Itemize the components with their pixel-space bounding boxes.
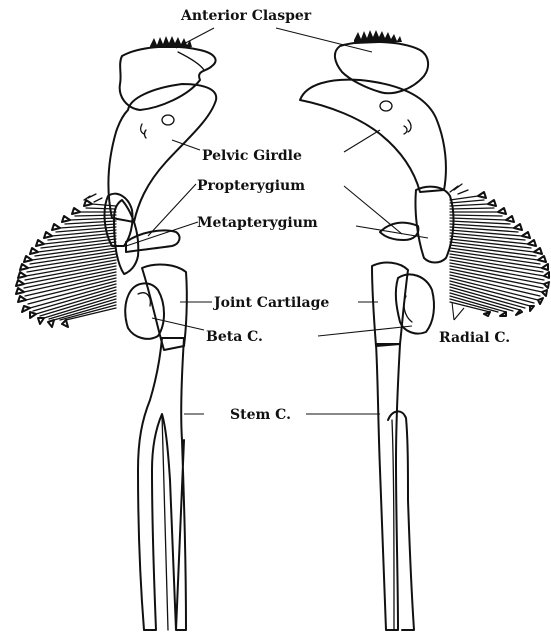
left-stem-cartilage	[138, 338, 186, 630]
label-anterior-clasper: Anterior Clasper	[180, 8, 312, 24]
label-pelvic-girdle: Pelvic Girdle	[202, 148, 302, 164]
label-propterygium: Propterygium	[197, 178, 305, 194]
label-joint-cartilage: Joint Cartilage	[212, 295, 329, 311]
label-beta-c: Beta C.	[206, 329, 263, 345]
label-metapterygium: Metapterygium	[197, 215, 318, 231]
left-fin-and-clasper	[16, 36, 216, 630]
right-metapterygium	[415, 187, 453, 263]
right-stem-cartilage	[376, 344, 414, 630]
right-pelvic-girdle	[300, 80, 446, 192]
right-beta-cartilage	[396, 274, 434, 333]
left-anterior-clasper	[120, 36, 216, 110]
left-radial-cartilages	[16, 194, 116, 327]
right-radial-cartilages	[450, 184, 549, 316]
label-radial-c: Radial C.	[439, 330, 510, 346]
right-fin-and-clasper	[300, 30, 549, 630]
label-stem-c: Stem C.	[230, 407, 291, 423]
